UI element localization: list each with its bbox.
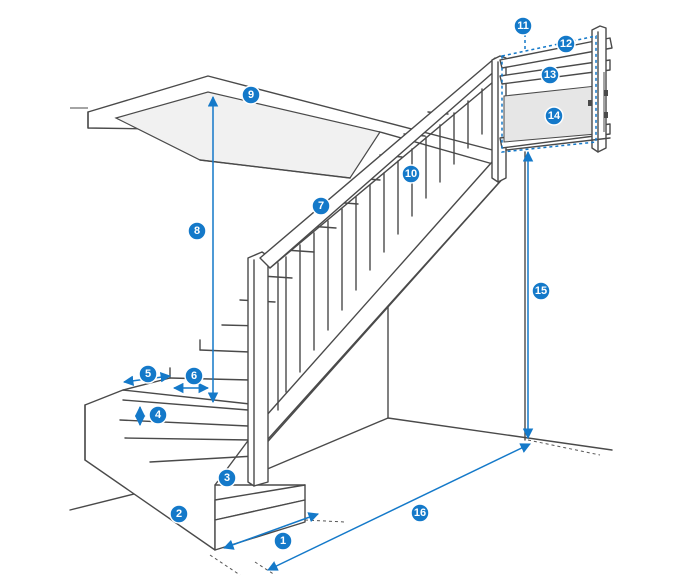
- svg-text:2: 2: [176, 508, 182, 520]
- svg-text:3: 3: [224, 472, 230, 484]
- svg-text:5: 5: [145, 368, 151, 380]
- svg-text:1: 1: [280, 535, 286, 547]
- callout-3: 3: [217, 468, 237, 488]
- callout-16: 16: [410, 503, 430, 523]
- callout-2: 2: [169, 504, 189, 524]
- callout-13: 13: [540, 65, 560, 85]
- landing-balustrade: [499, 25, 613, 441]
- svg-text:15: 15: [535, 285, 547, 297]
- callout-10: 10: [401, 164, 421, 184]
- callout-8: 8: [187, 221, 207, 241]
- callout-4: 4: [148, 405, 168, 425]
- svg-text:10: 10: [405, 168, 417, 180]
- svg-text:7: 7: [318, 200, 324, 212]
- stair-stringer: [257, 161, 506, 449]
- callout-11: 11: [513, 16, 533, 36]
- dimension-arrows: [122, 95, 534, 571]
- callout-5: 5: [138, 364, 158, 384]
- svg-text:4: 4: [155, 409, 162, 421]
- svg-text:8: 8: [194, 225, 200, 237]
- svg-text:11: 11: [517, 20, 529, 32]
- callout-1: 1: [273, 531, 293, 551]
- svg-text:13: 13: [544, 69, 556, 81]
- callout-12: 12: [556, 34, 576, 54]
- callout-15: 15: [531, 281, 551, 301]
- svg-text:6: 6: [191, 370, 197, 382]
- svg-text:16: 16: [414, 507, 426, 519]
- callout-14: 14: [544, 106, 564, 126]
- callout-6: 6: [184, 366, 204, 386]
- svg-text:14: 14: [548, 110, 561, 122]
- svg-text:9: 9: [248, 89, 254, 101]
- svg-text:12: 12: [560, 38, 572, 50]
- callout-7: 7: [311, 196, 331, 216]
- callout-9: 9: [241, 85, 261, 105]
